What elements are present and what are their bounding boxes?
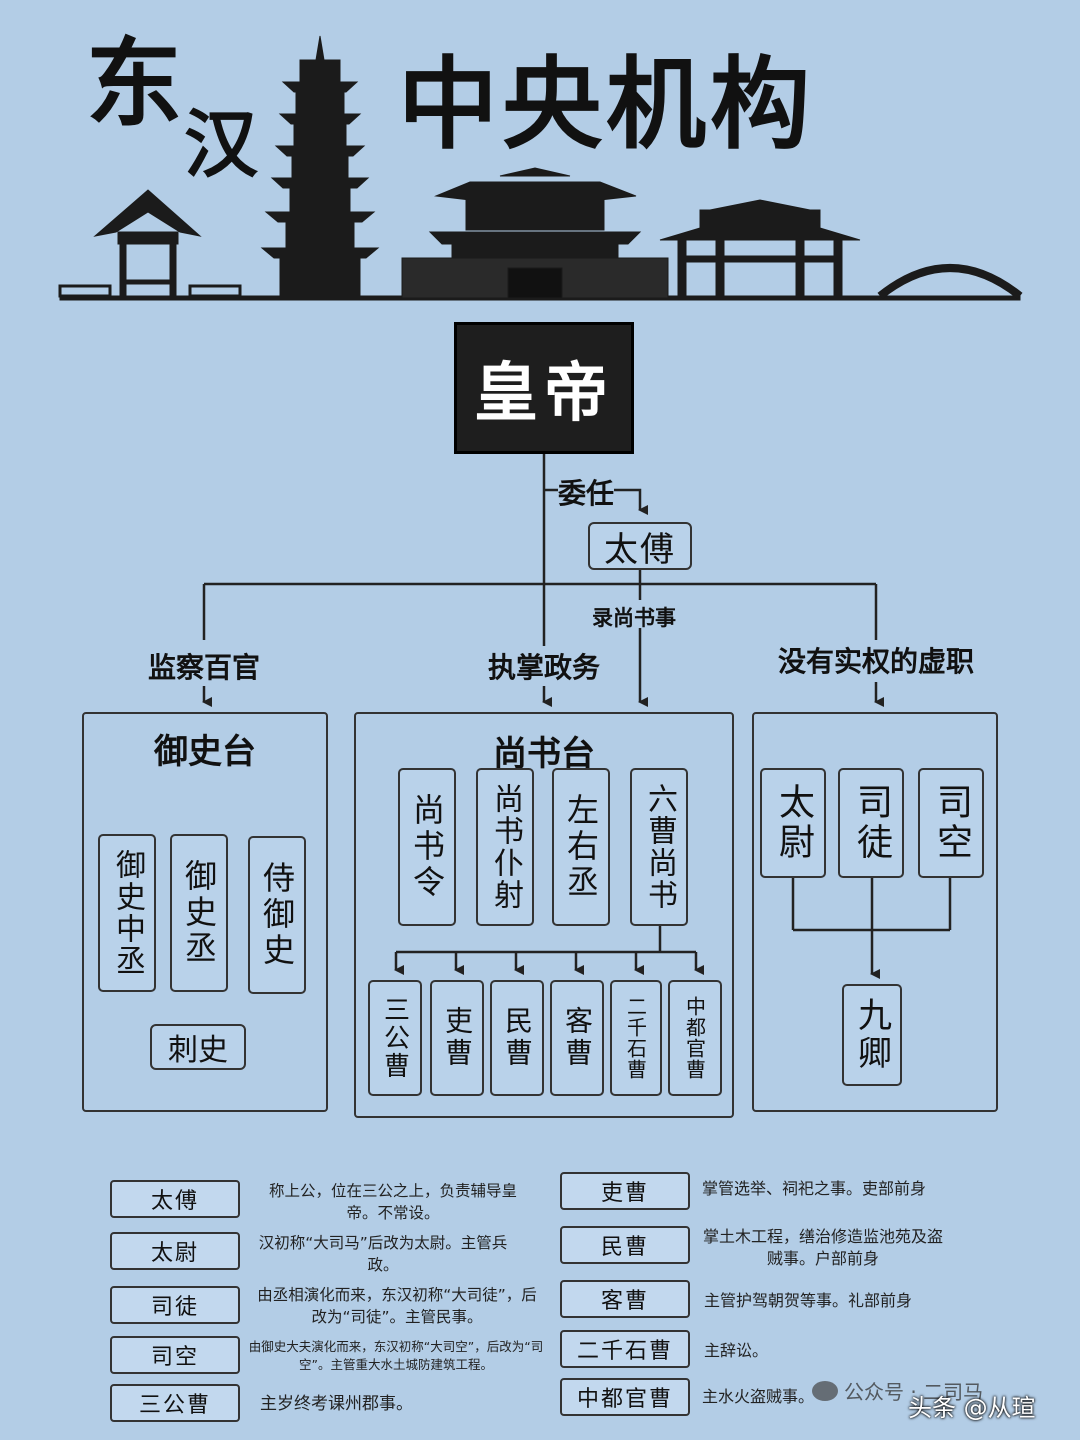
watermark-toutiao: 头条 @从瑄 [908, 1394, 1036, 1422]
branch-label-supervise: 监察百官 [120, 646, 288, 686]
yushitai-item-yushicheng: 御史丞 [170, 834, 228, 992]
sangong-situ: 司徒 [838, 768, 904, 878]
legend-licao-desc: 掌管选举、祠祀之事。吏部前身 [702, 1179, 927, 1198]
taifu-box: 太傅 [588, 522, 692, 570]
yushitai-item-shiyushi: 侍御史 [248, 836, 306, 994]
yushitai-title: 御史台 [154, 732, 256, 772]
lushang-label: 录尚书事 [592, 606, 676, 630]
legend-sangongcao-desc: 主岁终考课州郡事。 [260, 1394, 413, 1414]
cao-li: 吏曹 [430, 980, 484, 1096]
emperor-label: 皇帝 [474, 356, 614, 431]
shangshutai-item-liucao: 六曹尚书 [630, 768, 688, 926]
cao-min: 民曹 [490, 980, 544, 1096]
page-title: 中央机构 [398, 45, 814, 163]
watermark-wechat-text: 公众号 · 二司马 [844, 1380, 984, 1404]
legend-mincao-desc: 掌土木工程，缮治修造监池苑及盗贼事。户部前身 [702, 1227, 943, 1268]
taifu-label: 太傅 [604, 529, 676, 570]
yushitai-item-yushizhongcheng: 御史中丞 [98, 834, 156, 992]
yushitai-panel: 御史台 [82, 712, 328, 1112]
branch-label-nominal: 没有实权的虚职 [760, 640, 992, 680]
cishi-box: 刺史 [150, 1024, 246, 1070]
sangong-sikong: 司空 [918, 768, 984, 878]
legend-licao: 吏曹 [560, 1172, 690, 1210]
sangong-taiwei: 太尉 [760, 768, 826, 878]
title-char-han: 汉 [184, 102, 258, 188]
nominal-panel [752, 712, 998, 1112]
cishi-label: 刺史 [168, 1033, 228, 1068]
shangshutai-item-shangshuling: 尚书令 [398, 768, 456, 926]
cao-erqianshi: 二千石曹 [610, 980, 662, 1096]
branch-label-govern: 执掌政务 [470, 646, 618, 686]
wechat-icon [812, 1380, 838, 1401]
legend-sangongcao: 三公曹 [110, 1384, 240, 1422]
legend-kecao: 客曹 [560, 1280, 690, 1318]
emperor-box: 皇帝 [454, 322, 634, 454]
appoint-label: 委任 [558, 472, 615, 512]
skyline-illustration [58, 35, 1023, 301]
title-char-dong: 东 [86, 27, 182, 140]
legend-taiwei: 太尉 [110, 1232, 240, 1270]
legend-kecao-desc: 主管护驾朝贺等事。礼部前身 [704, 1291, 913, 1310]
legend-taifu: 太傅 [110, 1180, 240, 1218]
jiuqing-box: 九卿 [842, 984, 902, 1086]
legend-sikong-desc: 由御史大夫演化而来，东汉初称“大司空”，后改为“司空”。主管重大水土城防建筑工程… [248, 1339, 544, 1372]
legend-taiwei-desc: 汉初称“大司马”后改为太尉。主管兵政。 [258, 1234, 508, 1274]
shangshutai-title: 尚书台 [493, 734, 595, 774]
cao-ke: 客曹 [550, 980, 604, 1096]
legend-taifu-desc: 称上公，位在三公之上，负责辅导皇帝。不常设。 [268, 1182, 517, 1222]
shangshutai-item-puye: 尚书仆射 [476, 768, 534, 926]
legend-zhongduguancao: 中都官曹 [560, 1378, 690, 1416]
legend-mincao: 民曹 [560, 1226, 690, 1264]
legend-sikong: 司空 [110, 1336, 240, 1374]
legend-situ: 司徒 [110, 1286, 240, 1324]
cao-zhongduguan: 中都官曹 [668, 980, 722, 1096]
legend-situ-desc: 由丞相演化而来，东汉初称“大司徒”，后改为“司徒”。主管民事。 [257, 1286, 537, 1326]
legend-erqianshicao-desc: 主辞讼。 [704, 1341, 769, 1360]
shangshutai-item-zuoyoucheng: 左右丞 [552, 768, 610, 926]
legend-erqianshicao: 二千石曹 [560, 1330, 690, 1368]
legend-zhongduguancao-desc: 主水火盗贼事。 [702, 1387, 815, 1406]
shangshutai-panel: 尚书台 [354, 712, 734, 1118]
watermark-wechat: 公众号 · 二司马 [812, 1376, 983, 1405]
cao-sangong: 三公曹 [368, 980, 422, 1096]
